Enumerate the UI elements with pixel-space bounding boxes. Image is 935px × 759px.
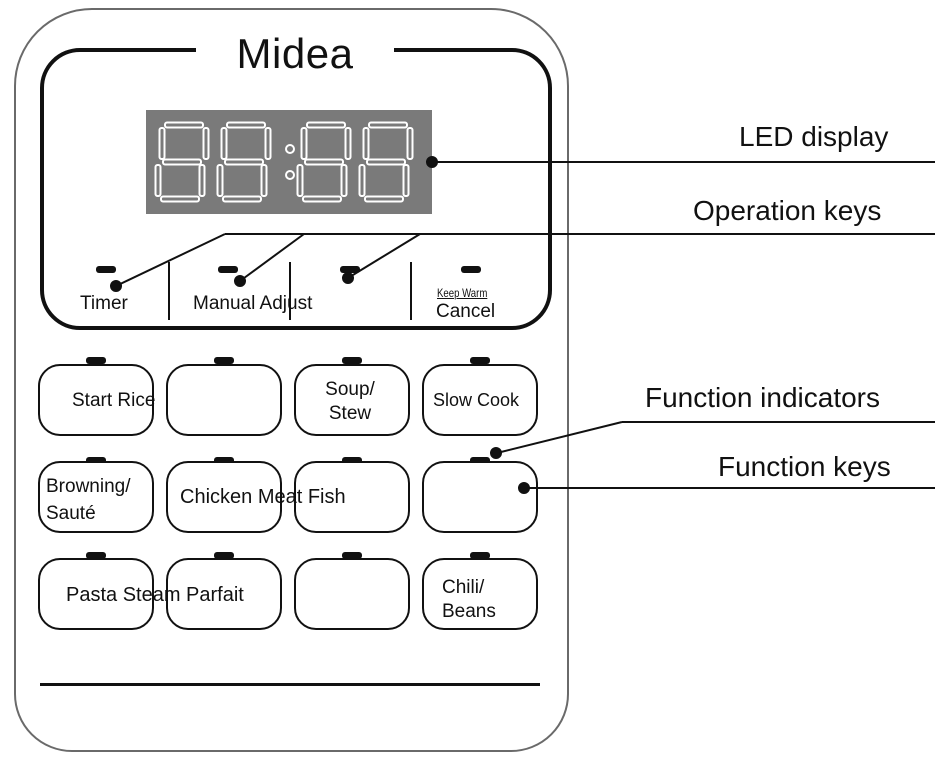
timer-indicator	[96, 266, 116, 273]
display-segment	[344, 127, 352, 160]
display-segment	[302, 195, 342, 203]
function-indicator	[214, 552, 234, 559]
blank-function-button[interactable]	[294, 558, 410, 630]
browning-saute-label-line1: Browning/	[46, 476, 131, 497]
browning-saute-button[interactable]	[38, 461, 154, 533]
display-segment	[300, 127, 308, 160]
pasta-steam-parfait-label: Pasta Steam Parfait	[66, 584, 244, 606]
operation-keys-leader	[239, 233, 305, 282]
operation-keys-callout: Operation keys	[693, 195, 882, 226]
operation-keys-leader	[115, 233, 226, 287]
function-indicators-leader	[496, 421, 623, 454]
display-segment	[264, 127, 272, 160]
display-colon-dot	[285, 170, 295, 180]
separator	[289, 262, 291, 320]
display-segment	[260, 164, 268, 197]
display-segment	[164, 121, 204, 129]
chicken-button[interactable]	[166, 461, 282, 533]
display-segment	[158, 127, 166, 160]
separator	[410, 262, 412, 320]
function-indicators-callout: Function indicators	[645, 382, 881, 413]
display-segment	[220, 127, 228, 160]
blank-function-button[interactable]	[422, 461, 538, 533]
display-segment	[226, 121, 266, 129]
blank-function-button[interactable]	[166, 364, 282, 436]
function-indicator	[470, 552, 490, 559]
display-segment	[368, 121, 408, 129]
display-segment	[296, 164, 304, 197]
display-segment	[222, 195, 262, 203]
steam-parfait-button[interactable]	[166, 558, 282, 630]
display-colon-dot	[285, 144, 295, 154]
manual-adjust-indicator-2	[340, 266, 360, 273]
display-segment	[306, 121, 346, 129]
function-indicator	[86, 457, 106, 464]
brand-logo: Midea	[236, 30, 354, 77]
soup-stew-label-line2: Stew	[328, 403, 372, 424]
display-segment	[304, 158, 344, 166]
display-segment	[224, 158, 264, 166]
cancel-indicator	[461, 266, 481, 273]
function-indicator	[86, 552, 106, 559]
led-display-leader-dot	[426, 156, 438, 168]
function-indicators-leader-dot	[490, 447, 502, 459]
function-keys-leader-dot	[518, 482, 530, 494]
manual-adjust-key-label[interactable]: Manual Adjust	[193, 293, 313, 314]
browning-saute-label-line2: Sauté	[46, 503, 96, 524]
operation-keys-leader-dot	[110, 280, 122, 292]
operation-keys-leader-dot	[234, 275, 246, 287]
panel-bottom-rule	[40, 683, 540, 686]
chili-beans-label-line2: Beans	[442, 601, 496, 622]
display-segment	[358, 164, 366, 197]
keep-warm-label[interactable]: Keep Warm	[437, 286, 488, 300]
function-indicator	[470, 357, 490, 364]
display-segment	[366, 158, 406, 166]
function-indicator	[86, 357, 106, 364]
display-segment	[216, 164, 224, 197]
brand-logo-box: Midea	[196, 30, 394, 78]
separator	[168, 262, 170, 320]
manual-adjust-indicator-1	[218, 266, 238, 273]
cancel-key-label[interactable]: Cancel	[436, 301, 496, 322]
operation-keys-leader	[347, 233, 421, 279]
operation-keys-leader-dot	[342, 272, 354, 284]
led-display-callout: LED display	[739, 121, 889, 152]
function-keys-callout: Function keys	[718, 451, 891, 482]
timer-key-label[interactable]: Timer	[80, 293, 128, 314]
display-segment	[364, 195, 404, 203]
chili-beans-label-line1: Chili/	[442, 577, 485, 598]
function-indicator	[214, 457, 234, 464]
slow-cook-button[interactable]	[422, 364, 538, 436]
display-segment	[340, 164, 348, 197]
led-display	[146, 110, 432, 214]
function-indicator	[470, 457, 490, 464]
display-segment	[198, 164, 206, 197]
display-segment	[406, 127, 414, 160]
meat-fish-button[interactable]	[294, 461, 410, 533]
chicken-meat-fish-label: Chicken Meat Fish	[180, 486, 346, 508]
display-segment	[202, 127, 210, 160]
start-rice-button[interactable]	[38, 364, 154, 436]
display-segment	[154, 164, 162, 197]
pasta-button[interactable]	[38, 558, 154, 630]
control-panel-outline	[14, 8, 569, 752]
function-indicator	[342, 357, 362, 364]
chili-beans-button[interactable]	[422, 558, 538, 630]
seven-segment-digits	[154, 121, 414, 203]
function-indicator	[214, 357, 234, 364]
display-segment	[162, 158, 202, 166]
function-indicator	[342, 552, 362, 559]
display-segment	[362, 127, 370, 160]
function-indicator	[342, 457, 362, 464]
display-segment	[402, 164, 410, 197]
soup-stew-label-line1: Soup/	[325, 379, 375, 400]
soup-stew-button[interactable]	[294, 364, 410, 436]
slow-cook-label: Slow Cook	[433, 390, 520, 410]
display-segment	[160, 195, 200, 203]
start-rice-label: Start Rice	[72, 390, 156, 411]
